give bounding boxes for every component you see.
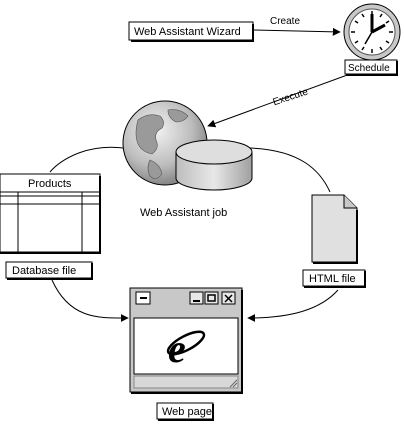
maximize-icon xyxy=(204,291,219,305)
arrow-html-to-webpage xyxy=(247,289,339,322)
html-file-label: HTML file xyxy=(309,273,356,285)
close-icon xyxy=(221,291,236,305)
create-label: Create xyxy=(270,16,300,27)
execute-arrow xyxy=(207,73,351,128)
web-page-box: Web page xyxy=(156,402,214,421)
internet-explorer-logo-icon: e xyxy=(166,326,206,371)
create-arrow xyxy=(253,27,341,36)
wizard-box: Web Assistant Wizard xyxy=(128,21,254,42)
curve-job-to-db xyxy=(49,146,136,173)
arrow-db-to-webpage xyxy=(51,279,129,323)
database-file-label: Database file xyxy=(12,265,76,277)
execute-label: Execute xyxy=(272,86,310,108)
database-file-box: Database file xyxy=(5,261,93,280)
browser-window-icon xyxy=(129,287,243,394)
database-icon xyxy=(175,139,253,191)
svg-text:e: e xyxy=(168,326,186,371)
minimize-icon xyxy=(189,291,204,305)
wizard-label: Web Assistant Wizard xyxy=(134,26,241,38)
curve-job-to-html xyxy=(249,147,331,193)
products-label: Products xyxy=(28,178,72,190)
resize-grip-icon xyxy=(229,379,238,388)
job-label: Web Assistant job xyxy=(140,207,227,219)
system-menu-icon xyxy=(135,291,151,305)
web-page-label: Web page xyxy=(162,406,212,418)
schedule-label: Schedule xyxy=(348,63,390,74)
clock-icon xyxy=(343,3,401,61)
table-icon: Products xyxy=(0,173,101,254)
schedule-box: Schedule xyxy=(344,59,398,76)
html-file-box: HTML file xyxy=(302,269,366,288)
document-icon xyxy=(311,194,358,264)
